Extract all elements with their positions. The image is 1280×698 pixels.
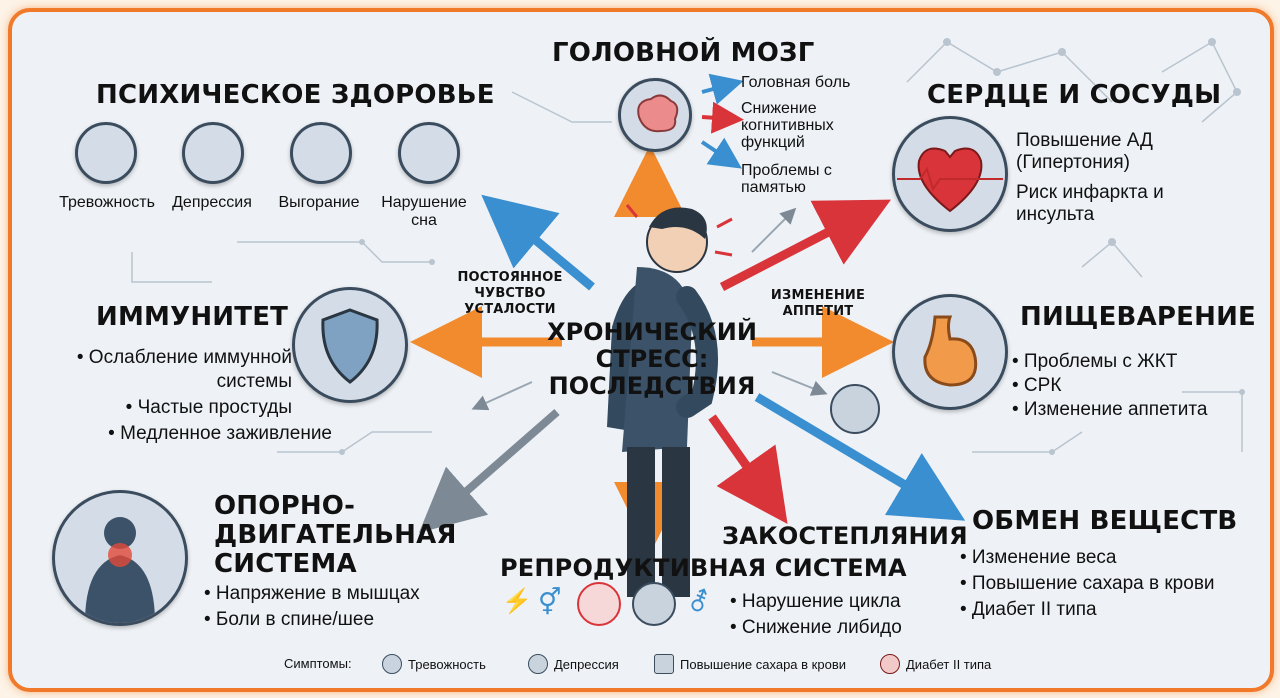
depression-icon xyxy=(182,122,244,184)
scale-icon xyxy=(654,654,674,674)
heart-item-infarction: Риск инфаркта и инсульта xyxy=(1016,182,1164,225)
arrow-to-zakostel xyxy=(708,414,788,525)
background-network xyxy=(131,38,1245,455)
musculo-title: ОПОРНО- ДВИГАТЕЛЬНАЯ СИСТЕМА xyxy=(214,492,457,579)
heart-icon xyxy=(892,116,1008,232)
heart-title: СЕРДЦЕ И СОСУДЫ xyxy=(927,80,1222,110)
arrow-to-metabolism xyxy=(754,393,966,521)
legend-item-diabetes-label: Диабет II типа xyxy=(906,656,992,672)
mental-health-title: ПСИХИЧЕСКОЕ ЗДОРОВЬЕ xyxy=(96,80,495,110)
legend-item-anxiety-label: Тревожность xyxy=(408,656,486,672)
male-female-icon: ⚦ xyxy=(688,587,710,617)
metabolism-title: ОБМЕН ВЕЩЕСТВ xyxy=(972,506,1238,536)
anxiety-icon xyxy=(75,122,137,184)
gender-icon: ⚥ xyxy=(538,587,562,617)
center-title-line-3: ПОСЛЕДСТВИЯ xyxy=(548,372,756,400)
head-icon xyxy=(528,654,548,674)
immunity-title: ИММУНИТЕТ xyxy=(96,302,289,332)
metabolism-item-weight: • Изменение веса xyxy=(960,547,1117,568)
mental-item-sleep: Нарушение сна xyxy=(381,194,467,229)
brain-item-cognitive: Снижение когнитивных функций xyxy=(741,100,834,151)
stomach-small-icon xyxy=(830,384,880,434)
zakostel-label: ЗАКОСТЕПЛЯНИЯ xyxy=(722,522,968,550)
heart-item-hypertension: Повышение АД (Гипертония) xyxy=(1016,130,1153,173)
legend-item-sugar: Повышение сахара в крови xyxy=(654,654,846,674)
appetite-label: ИЗМЕНЕНИЕ АППЕТИТ xyxy=(770,288,866,319)
fatigue-label: ПОСТОЯННОЕ ЧУВСТВО УСТАЛОСТИ xyxy=(457,270,563,317)
lightning-icon: ⚡ xyxy=(502,588,532,615)
digestion-item-ibs: • СРК xyxy=(1012,375,1062,396)
brain-title: ГОЛОВНОЙ МОЗГ xyxy=(552,38,815,68)
legend-item-depression-label: Депрессия xyxy=(554,656,619,672)
brain-icon xyxy=(618,78,692,152)
musculo-title-line-3: СИСТЕМА xyxy=(214,549,357,579)
mental-item-anxiety: Тревожность xyxy=(59,194,155,211)
immunity-item-weakening: • Ослабление иммунной системы xyxy=(76,347,292,392)
musculo-item-backpain: • Боли в спине/шее xyxy=(204,609,375,630)
immunity-item-healing: • Медленное заживление xyxy=(108,423,332,444)
brain-item-headache: Головная боль xyxy=(741,74,851,91)
musculo-item-tension: • Напряжение в мышцах xyxy=(204,583,420,604)
infographic-frame: ХРОНИЧЕСКИЙ СТРЕСС: ПОСЛЕДСТВИЯ ПСИХИЧЕС… xyxy=(8,8,1274,692)
immunity-item-colds: • Частые простуды xyxy=(125,397,292,418)
back-pain-icon xyxy=(52,490,188,626)
legend-item-sugar-label: Повышение сахара в крови xyxy=(680,656,846,672)
stressed-person-figure xyxy=(607,204,733,597)
digestion-title: ПИЩЕВАРЕНИЕ xyxy=(1020,302,1256,332)
legend-item-diabetes: Диабет II типа xyxy=(880,654,991,674)
arrow-to-mental xyxy=(481,194,595,291)
brain-icon xyxy=(382,654,402,674)
center-title: ХРОНИЧЕСКИЙ СТРЕСС: ПОСЛЕДСТВИЯ xyxy=(532,319,772,400)
center-title-line-1: ХРОНИЧЕСКИЙ xyxy=(547,318,757,346)
mental-item-depression: Депрессия xyxy=(172,194,252,211)
sleep-icon xyxy=(398,122,460,184)
no-pill-icon xyxy=(577,582,621,626)
legend-label: Симптомы: xyxy=(284,656,352,671)
legend-item-depression: Депрессия xyxy=(528,654,619,674)
reproductive-title: РЕПРОДУКТИВНАЯ СИСТЕМА xyxy=(500,554,907,582)
diabetes-icon xyxy=(880,654,900,674)
metabolism-item-diabetes: • Диабет II типа xyxy=(960,599,1097,620)
arrow-to-heart xyxy=(719,199,891,291)
mental-item-burnout: Выгорание xyxy=(278,194,360,211)
digestion-item-appetite: • Изменение аппетита xyxy=(1012,399,1208,420)
legend-item-anxiety: Тревожность xyxy=(382,654,486,674)
metabolism-item-sugar: • Повышение сахара в крови xyxy=(960,573,1215,594)
reproductive-item-cycle: • Нарушение цикла xyxy=(730,591,901,612)
reproductive-item-libido: • Снижение либидо xyxy=(730,617,902,638)
musculo-title-line-2: ДВИГАТЕЛЬНАЯ xyxy=(214,520,457,550)
shield-icon xyxy=(292,287,408,403)
musculo-title-line-1: ОПОРНО- xyxy=(214,491,356,521)
stomach-icon xyxy=(892,294,1008,410)
brain-item-memory: Проблемы с памятью xyxy=(741,162,832,196)
burnout-icon xyxy=(290,122,352,184)
uterus-icon xyxy=(632,582,676,626)
center-title-line-2: СТРЕСС: xyxy=(595,345,709,373)
arrow-to-musculo xyxy=(418,408,560,533)
digestion-item-gi: • Проблемы с ЖКТ xyxy=(1012,351,1178,372)
